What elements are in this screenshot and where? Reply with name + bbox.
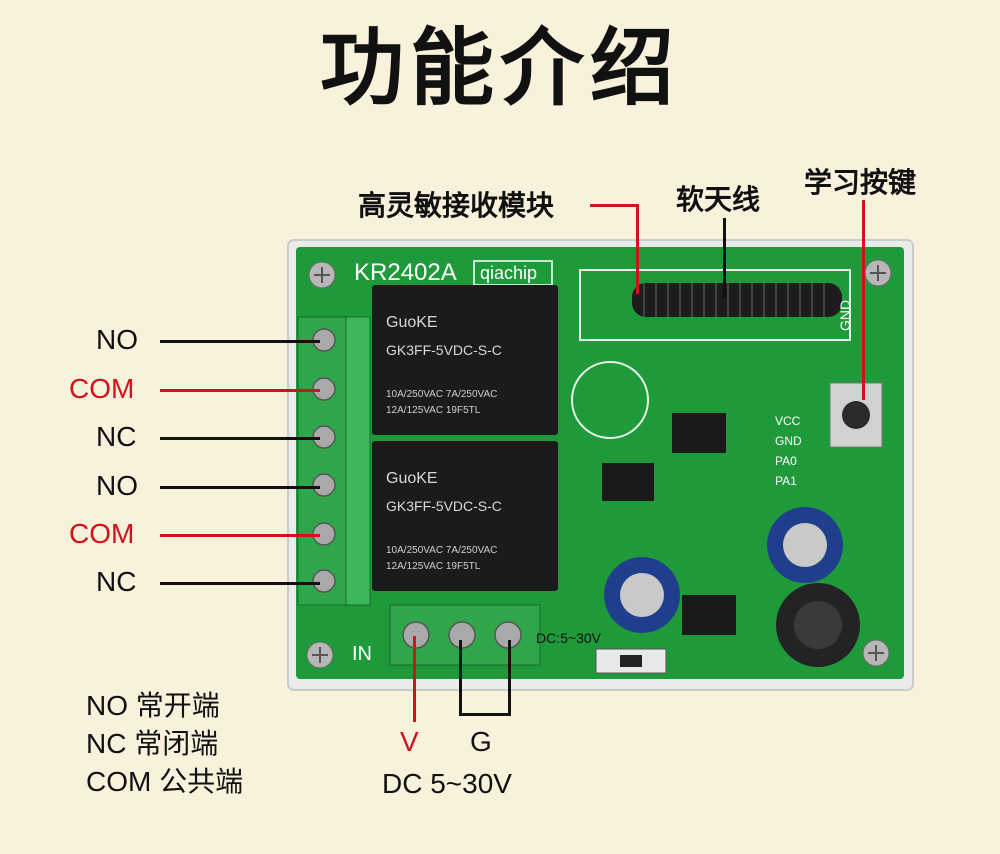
leader-line [723, 218, 726, 298]
svg-text:IN: IN [352, 643, 372, 665]
svg-text:12A/125VAC 19F5TL: 12A/125VAC 19F5TL [386, 561, 481, 572]
inductor-icon [776, 583, 860, 667]
receiver-module-outline [579, 269, 851, 341]
terminal-label-no: NO [96, 470, 138, 501]
leader-line [160, 437, 320, 440]
leader-line [590, 204, 638, 207]
terminal-label-com: COM [69, 373, 135, 404]
screw-icon [864, 259, 892, 287]
screw-icon [308, 261, 336, 289]
screw-icon [306, 641, 334, 669]
terminal-label-nc: NC [96, 421, 137, 452]
leader-line [862, 200, 865, 400]
page-title: 功能介绍 [319, 19, 680, 117]
svg-text:GuoKE: GuoKE [386, 470, 438, 487]
svg-text:GND: GND [837, 300, 853, 331]
learn-button [829, 382, 883, 448]
svg-text:DC:5~30V: DC:5~30V [536, 630, 602, 646]
svg-text:GK3FF-5VDC-S-C: GK3FF-5VDC-S-C [386, 342, 502, 358]
ic-chip [672, 413, 726, 453]
leader-line [459, 713, 511, 716]
capacitor-icon [767, 507, 843, 583]
ic-chip [682, 595, 736, 635]
soft-antenna [632, 283, 842, 317]
leader-line [636, 204, 639, 294]
power-voltage-range: DC 5~30V [382, 768, 512, 799]
left-terminal-block [297, 316, 349, 606]
relay-board-photo: KR2402A qiachip GuoKE GK3FF-5VDC-S-C 10A… [287, 239, 914, 691]
leader-line [160, 534, 320, 537]
svg-text:GND: GND [775, 434, 802, 448]
leader-line [160, 486, 320, 489]
svg-text:10A/250VAC 7A/250VAC: 10A/250VAC 7A/250VAC [386, 389, 497, 400]
terminal-label-com: COM [69, 518, 135, 549]
relay-bottom: GuoKE GK3FF-5VDC-S-C 10A/250VAC 7A/250VA… [372, 441, 558, 591]
leader-line [160, 340, 320, 343]
annotation-receiver-module: 高灵敏接收模块 [358, 189, 555, 222]
svg-text:PA1: PA1 [775, 474, 797, 488]
leader-line [459, 640, 462, 716]
board-model: KR2402A [354, 259, 457, 286]
relay-top: GuoKE GK3FF-5VDC-S-C 10A/250VAC 7A/250VA… [372, 285, 558, 435]
leader-line [508, 640, 511, 716]
svg-text:12A/125VAC 19F5TL: 12A/125VAC 19F5TL [386, 405, 481, 416]
leader-line [160, 389, 320, 392]
svg-text:VCC: VCC [775, 414, 801, 428]
buzzer-outline [571, 361, 649, 439]
svg-text:PA0: PA0 [775, 454, 797, 468]
annotation-learn-button: 学习按键 [804, 166, 917, 199]
leader-line [160, 582, 320, 585]
power-label-v: V [400, 726, 419, 757]
svg-text:GuoKE: GuoKE [386, 314, 438, 331]
leader-line [413, 636, 416, 722]
annotation-antenna: 软天线 [676, 183, 761, 216]
svg-text:GK3FF-5VDC-S-C: GK3FF-5VDC-S-C [386, 498, 502, 514]
terminal-label-nc: NC [96, 566, 137, 597]
screw-icon [862, 639, 890, 667]
legend-com: COM 公共端 [86, 766, 244, 797]
power-label-g: G [470, 726, 492, 757]
capacitor-icon [604, 557, 680, 633]
svg-text:10A/250VAC 7A/250VAC: 10A/250VAC 7A/250VAC [386, 545, 497, 556]
board-brand: qiachip [480, 263, 537, 283]
terminal-label-no: NO [96, 324, 138, 355]
legend-no: NO 常开端 [86, 690, 220, 721]
legend-nc: NC 常闭端 [86, 728, 219, 759]
ic-chip [602, 463, 654, 501]
